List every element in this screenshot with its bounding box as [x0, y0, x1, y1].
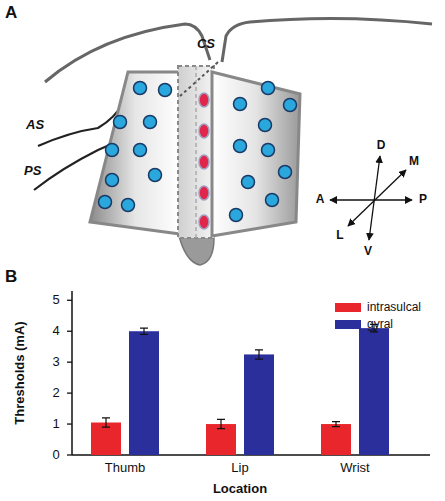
gyral-electrode — [144, 116, 157, 129]
axis-tick — [67, 454, 72, 455]
gyral-electrode — [279, 166, 292, 179]
legend-item: intrasulcal — [335, 300, 421, 314]
intrasulcal-electrode — [199, 124, 209, 138]
axis-tick — [67, 331, 72, 332]
axis-title: Thresholds (mA) — [13, 321, 27, 424]
legend-swatch — [335, 303, 361, 312]
gyral-electrode — [106, 144, 119, 157]
intrasulcal-electrode — [199, 155, 209, 169]
intrasulcal-electrode — [199, 186, 209, 200]
legend-item: gyral — [335, 317, 393, 331]
intrasulcal-electrode — [199, 215, 209, 229]
direction-label: L — [336, 229, 343, 242]
gyral-electrode — [122, 199, 135, 212]
gyral-electrode — [266, 194, 279, 207]
gyral-electrode — [259, 119, 272, 132]
strip-fold — [195, 66, 197, 238]
gyral-electrode — [230, 209, 243, 222]
gyral-electrode — [242, 176, 255, 189]
tick-label: 4 — [52, 324, 59, 338]
tick-label: 3 — [52, 355, 59, 369]
orientation-compass — [330, 156, 412, 240]
direction-label: V — [364, 245, 372, 258]
direction-label: M — [409, 155, 419, 168]
axis-tick — [67, 362, 72, 363]
axis-tick — [67, 300, 72, 301]
error-bar — [332, 422, 340, 427]
bar — [244, 354, 274, 455]
axis-tick — [67, 423, 72, 424]
gyral-electrode — [134, 82, 147, 95]
gyral-electrode — [284, 99, 297, 112]
error-bar — [140, 328, 148, 334]
gyral-electrode — [234, 98, 247, 111]
direction-label: A — [316, 193, 325, 206]
gyral-electrode — [262, 82, 275, 95]
gyral-array-right — [212, 72, 300, 236]
gyral-electrode — [134, 144, 147, 157]
gyral-electrode — [262, 144, 275, 157]
tick-label: 0 — [52, 448, 59, 462]
bar — [129, 331, 159, 455]
error-bar — [217, 419, 225, 428]
gyral-electrode — [99, 196, 112, 209]
gyral-electrode — [149, 169, 162, 182]
category-label: Wrist — [340, 461, 369, 475]
category-label: Lip — [231, 461, 248, 475]
tick-label: 5 — [52, 293, 59, 307]
bar — [359, 328, 389, 455]
error-bar — [102, 418, 110, 427]
category-label: Thumb — [105, 461, 145, 475]
tick-label: 1 — [52, 417, 59, 431]
gyral-electrode — [106, 174, 119, 187]
direction-label: D — [377, 139, 386, 152]
sulcus-label: AS — [26, 118, 44, 132]
axis-tick — [67, 392, 72, 393]
gyral-electrode — [114, 116, 127, 129]
sulcus-label: CS — [197, 37, 215, 51]
tick-label: 2 — [52, 386, 59, 400]
axis-title: Location — [213, 482, 267, 496]
electrode-sites — [99, 82, 297, 230]
gyral-electrode — [234, 140, 247, 153]
panel-letter: A — [5, 4, 17, 23]
cortex-outline — [45, 18, 432, 82]
legend-text: gyral — [367, 317, 393, 331]
gyral-array-left — [90, 72, 180, 234]
legend-swatch — [335, 320, 361, 329]
error-bar — [255, 350, 263, 359]
y-axis — [71, 291, 73, 455]
gyral-electrode — [159, 84, 172, 97]
panel-letter: B — [5, 268, 17, 287]
direction-label: P — [419, 193, 427, 206]
intrasulcal-electrode — [199, 93, 209, 107]
intrasulcal-array — [178, 66, 214, 238]
legend-text: intrasulcal — [367, 300, 421, 314]
sulcus-label: PS — [24, 164, 41, 178]
bar — [321, 424, 351, 455]
